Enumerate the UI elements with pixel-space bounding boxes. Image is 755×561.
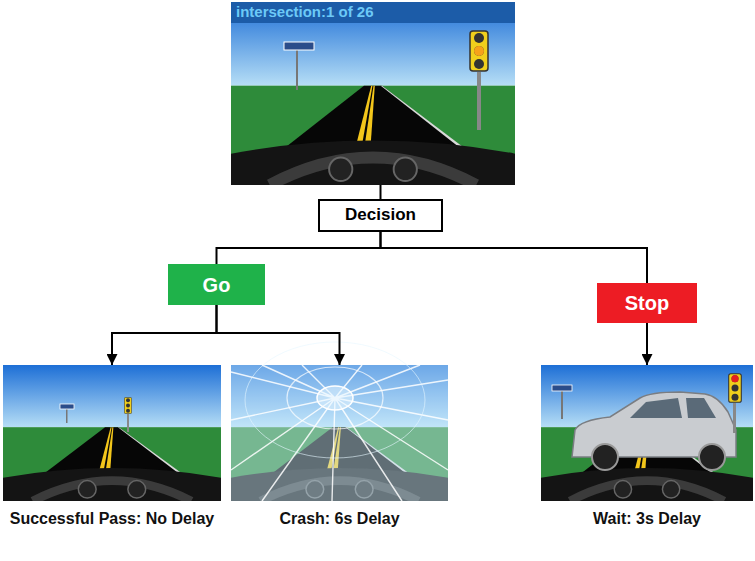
intersection-counter: intersection:1 of 26	[236, 3, 510, 21]
impact-ring	[287, 367, 383, 429]
street-sign	[284, 42, 314, 50]
stop-label: Stop	[625, 291, 669, 315]
street-sign	[60, 404, 74, 409]
header-strip	[231, 2, 515, 23]
connector-line	[646, 323, 648, 365]
go-label: Go	[203, 273, 231, 297]
sign-pole	[561, 391, 563, 419]
light-pole	[127, 414, 129, 432]
decision-box: Decision	[318, 199, 443, 232]
connector-line	[217, 305, 340, 365]
pass-picture	[3, 365, 221, 501]
impact-ring	[245, 342, 425, 458]
wait-picture	[541, 365, 753, 501]
traffic-light	[124, 397, 131, 413]
sign-pole	[66, 409, 68, 423]
broken-glass	[231, 365, 448, 501]
car-window	[686, 398, 716, 418]
connector-line	[381, 232, 648, 283]
road-scene	[231, 2, 515, 185]
car-window	[630, 398, 682, 418]
outcome-picture: Successful Pass: No Delay	[0, 365, 226, 528]
crash-picture	[231, 342, 448, 501]
traffic-light	[729, 374, 742, 403]
road-scene	[541, 365, 753, 501]
street-sign	[552, 385, 572, 391]
traffic-light	[470, 31, 488, 71]
car-wheel	[592, 444, 618, 470]
connector-line	[112, 305, 217, 365]
outcome-picture: Wait: 3s Delay	[536, 365, 755, 528]
light-pole	[733, 403, 736, 433]
amber-lamp	[474, 46, 484, 56]
glass-cracks	[231, 365, 448, 501]
outcome-caption: Crash: 6s Delay	[226, 509, 453, 528]
outcome-caption: Wait: 3s Delay	[536, 509, 755, 528]
road-scene	[231, 365, 448, 501]
stop-box: Stop	[597, 283, 697, 323]
sign-pole	[296, 48, 298, 90]
intersection-picture: intersection:1 of 26	[231, 2, 515, 185]
red-lamp	[731, 375, 738, 382]
decision-label: Decision	[345, 205, 416, 225]
intersection-picture	[231, 2, 515, 185]
connector-line	[380, 185, 382, 199]
impact-ring	[317, 386, 353, 410]
go-box: Go	[168, 264, 265, 305]
road-scene	[3, 365, 221, 501]
car-wheel	[699, 444, 725, 470]
light-pole	[477, 72, 481, 130]
connector-line	[217, 232, 381, 264]
outcome-caption: Successful Pass: No Delay	[0, 509, 226, 528]
outcome-picture: Crash: 6s Delay	[226, 365, 453, 528]
